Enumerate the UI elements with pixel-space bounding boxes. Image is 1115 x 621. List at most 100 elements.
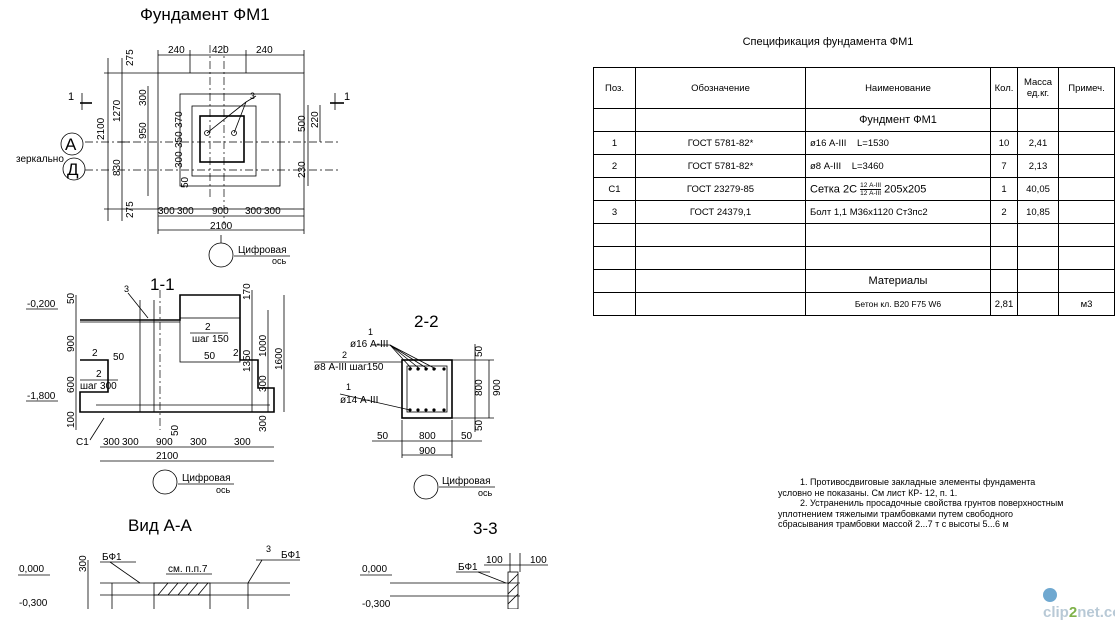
drawing-title: Фундамент ФМ1 (140, 5, 270, 24)
spec-cell-note (1058, 200, 1115, 224)
table-row: 2 ГОСТ 5781-82* ø8 А-III L=3460 7 2,13 (593, 154, 1115, 178)
cut-marker-right: 1 (344, 91, 350, 103)
plan-dim-top-420: 420 (212, 45, 229, 56)
sec22-mark-1b: 1 (346, 382, 351, 392)
spec-cell-pos: 1 (593, 131, 636, 155)
view-33-dim-100b: 100 (530, 555, 547, 566)
spec-header-designation: Обозначение (635, 67, 806, 109)
sec22-dim-r800: 800 (474, 379, 485, 396)
plan-leader-3: 3 (250, 91, 255, 101)
view-aa-mark-3: 3 (266, 544, 271, 554)
sec22-bar8: ø8 А-III шаг150 (314, 362, 384, 373)
plan-dim-bot-300b: 300 (177, 206, 194, 217)
view-33-level-300: -0,300 (362, 599, 391, 609)
plan-dim-left-275-top: 275 (125, 49, 136, 66)
spec-group-title: Фундмент ФМ1 (805, 108, 991, 132)
plan-dim-right-220: 220 (310, 111, 321, 128)
table-row: 1 ГОСТ 5781-82* ø16 А-III L=1530 10 2,41 (593, 131, 1115, 155)
plan-dim-inner-50: 50 (180, 176, 191, 188)
plan-dim-bot-900: 900 (212, 206, 229, 217)
sec22-dim-r900: 900 (492, 379, 503, 396)
plan-dim-left-275-bot: 275 (125, 201, 136, 218)
sec22-dim-r50b: 50 (474, 419, 485, 431)
plan-dim-left-2100: 2100 (96, 117, 107, 140)
table-row-empty (593, 246, 1115, 270)
spec-cell-note (1058, 131, 1115, 155)
sec11-c1: С1 (76, 437, 89, 448)
view-a-a-title: Вид А-А (128, 516, 192, 535)
spec-materials-title: Материалы (805, 269, 991, 293)
sec11-dim-b300b: 300 (122, 437, 139, 448)
sec22-bar16: ø16 А-III (350, 339, 388, 350)
view-aa-bf1-right: БФ1 (281, 550, 301, 561)
spec-cell-qty: 2 (990, 200, 1018, 224)
watermark-text-1: clip (1043, 604, 1069, 621)
sec11-dim-100: 100 (66, 411, 77, 428)
sec11-dim-1600: 1600 (274, 347, 285, 370)
spec-cell-designation: ГОСТ 5781-82* (635, 131, 806, 155)
spec-header-note: Примеч. (1058, 67, 1115, 109)
spec-title: Спецификация фундамента ФМ1 (742, 36, 914, 48)
spec-cell-pos (593, 292, 636, 316)
digital-axis-label-sec11: Цифровая (182, 472, 231, 484)
plan-dim-inner-300b: 300 (174, 151, 185, 168)
plan-dim-left-830: 830 (112, 159, 123, 176)
plan-dim-bot-300d: 300 (264, 206, 281, 217)
section-2-2: 2-2 1 ø16 А-III 2 ø8 А-III шаг150 1 ø14 … (314, 312, 503, 500)
spec-cell-designation: ГОСТ 5781-82* (635, 154, 806, 178)
spec-cell-pos: 3 (593, 200, 636, 224)
watermark-logo: clip2net.com (1043, 587, 1115, 621)
spec-table: Поз. Обозначение Наименование Кол. Масса… (593, 67, 1115, 316)
view-33-bf1: БФ1 (458, 562, 478, 573)
mesh-size: 205х205 (884, 182, 927, 195)
sec11-dim-b900: 900 (156, 437, 173, 448)
plan-dim-inner-370: 370 (174, 111, 185, 128)
view-a-a: Вид А-А 0,000 -0,300 300 БФ1 см. п.п.7 3… (18, 516, 301, 609)
sec11-dim-900: 900 (66, 335, 77, 352)
sec22-dim-900: 900 (419, 446, 436, 457)
view-3-3: 3-3 0,000 -0,300 БФ1 100 100 (360, 519, 548, 609)
sec11-step-300: шаг 300 (80, 381, 117, 392)
spec-cell-designation: ГОСТ 24379,1 (635, 200, 806, 224)
digital-axis-sub-plan: ось (272, 256, 287, 266)
plan-dim-bot-300c: 300 (245, 206, 262, 217)
spec-cell-name: Бетон кл. В20 F75 W6 (805, 292, 991, 316)
spec-cell-mass: 10,85 (1017, 200, 1059, 224)
sec22-bar14: ø14 А-III (340, 395, 378, 406)
sec11-dim-50a: 50 (66, 292, 77, 304)
spec-cell-mass: 2,13 (1017, 154, 1059, 178)
plan-dim-inner-950: 950 (138, 122, 149, 139)
plan-dim-bot-2100: 2100 (210, 221, 233, 232)
mesh-fraction-top: 12 А-III (860, 181, 882, 190)
sec11-level-top: -0,200 (27, 299, 56, 310)
spec-cell-qty: 7 (990, 154, 1018, 178)
view-33-level-0: 0,000 (362, 564, 387, 575)
mesh-fraction-bottom: 12 А-III (860, 189, 882, 197)
spec-header-row: Поз. Обозначение Наименование Кол. Масса… (593, 67, 1115, 109)
spec-cell-qty: 10 (990, 131, 1018, 155)
digital-axis-label-sec22: Цифровая (442, 475, 491, 487)
digital-axis-label-plan: Цифровая (238, 244, 287, 256)
spec-cell-name: ø16 А-III L=1530 (805, 131, 991, 155)
sec11-dim-b300c: 300 (190, 437, 207, 448)
sec11-dim-50c: 50 (204, 351, 216, 362)
spec-cell-name-mesh: Сетка 2С 12 А-III 12 А-III 205х205 (805, 177, 991, 201)
spec-cell-name: ø8 А-III L=3460 (805, 154, 991, 178)
axis-bubble-a: А (65, 135, 77, 154)
spec-cell-qty: 2,81 (990, 292, 1018, 316)
sec11-dim-170: 170 (242, 283, 253, 300)
sec11-mark-2c: 2 (233, 348, 239, 359)
table-row: С1 ГОСТ 23279-85 Сетка 2С 12 А-III 12 А-… (593, 177, 1115, 201)
view-aa-level-300: -0,300 (19, 598, 48, 609)
sec11-mark-3: 3 (124, 284, 129, 294)
sec22-mark-1: 1 (368, 327, 373, 337)
spec-cell-note (1058, 154, 1115, 178)
spec-cell-qty: 1 (990, 177, 1018, 201)
sec11-dim-b2100: 2100 (156, 451, 179, 462)
section-1-1-title: 1-1 (150, 275, 175, 294)
spec-cell-designation (635, 292, 806, 316)
sec11-dim-50b: 50 (113, 352, 125, 363)
watermark-text-2: 2 (1068, 604, 1078, 621)
sec11-dim-600: 600 (66, 376, 77, 393)
spec-group-row: Фундмент ФМ1 (593, 108, 1115, 132)
